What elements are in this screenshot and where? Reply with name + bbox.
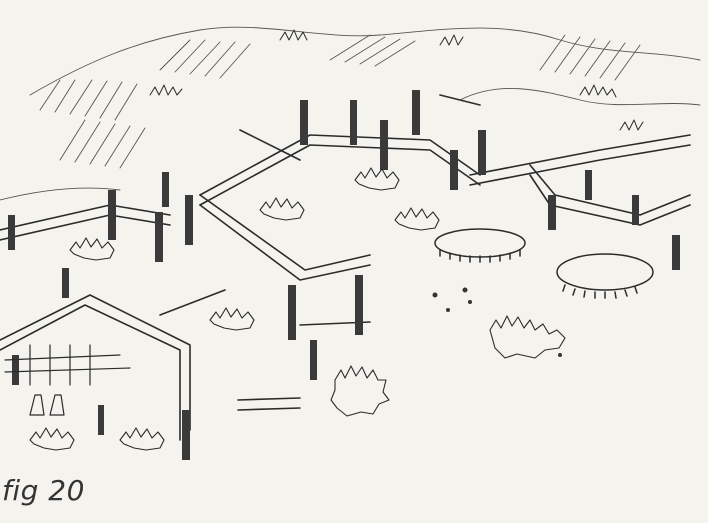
ground-marks — [432, 287, 562, 357]
background-hills — [0, 26, 701, 201]
figure-caption: fig 20 — [2, 474, 85, 507]
foundation-walls — [0, 94, 691, 441]
vegetation-clumps — [29, 167, 566, 451]
distant-shrubs — [149, 29, 644, 131]
ruin-sketch-illustration — [0, 26, 701, 460]
circular-pits — [434, 228, 654, 299]
fence-detail — [4, 344, 131, 416]
wooden-posts — [8, 90, 680, 460]
